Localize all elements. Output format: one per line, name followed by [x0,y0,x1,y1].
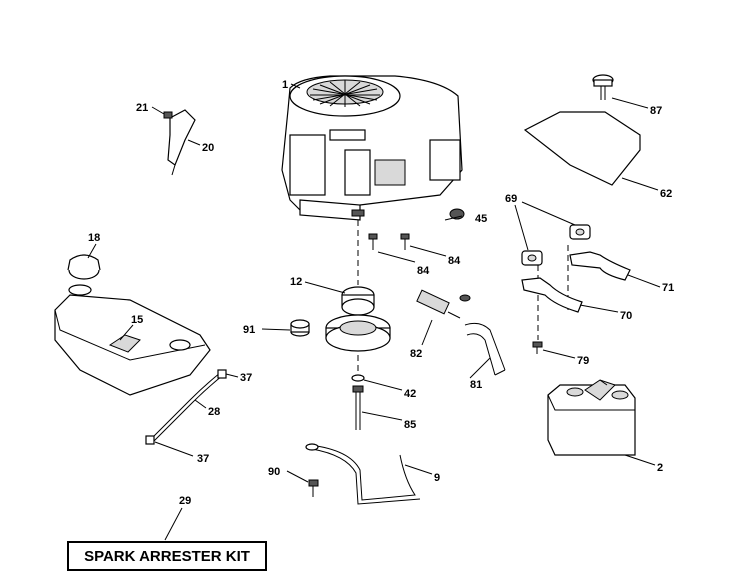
muffler-2 [547,379,636,456]
callout-62: 62 [660,188,672,200]
callout-90: 90 [268,466,280,478]
fuel-tank [54,284,211,396]
shield-62 [523,111,641,186]
pipe-71 [569,251,631,281]
callout-70: 70 [620,310,632,322]
callout-28: 28 [208,406,220,418]
callout-85: 85 [404,419,416,431]
bolts-84 [368,233,410,250]
callout-21: 21 [136,102,148,114]
callout-37-upper: 37 [240,372,252,384]
callout-84-left: 84 [417,265,430,277]
callout-81: 81 [470,379,482,391]
callout-37-lower: 37 [197,453,209,465]
fuel-cap [67,254,101,280]
pipe-70 [521,277,583,313]
callout-1: 1 [282,79,288,91]
callout-42: 42 [404,388,416,400]
bushing-91 [290,319,310,337]
pulley [325,286,391,352]
bolt-90 [308,479,319,497]
callout-9: 9 [434,472,440,484]
spark-arrester-kit-box: SPARK ARRESTER KIT [67,541,267,571]
throttle-bracket [163,109,196,176]
callout-2: 2 [657,462,663,474]
clamp-upper [217,369,227,379]
spark-arrester-kit-label: SPARK ARRESTER KIT [84,548,250,565]
engine [281,75,463,221]
callout-91: 91 [243,324,255,336]
callout-69: 69 [505,193,517,205]
knob-87 [592,74,614,100]
gaskets-69 [521,224,591,266]
callout-12: 12 [290,276,302,288]
rod-9 [309,444,416,501]
callout-45: 45 [475,213,487,225]
screw-79 [532,341,543,354]
callout-15: 15 [131,314,143,326]
callout-79: 79 [577,355,589,367]
fitting-82 [416,289,471,319]
callout-18: 18 [88,232,100,244]
callout-71: 71 [662,282,674,294]
callout-82: 82 [410,348,422,360]
bolt-85 [352,385,364,430]
washer-42 [351,374,365,382]
callout-29: 29 [179,495,191,507]
callout-84-right: 84 [448,255,461,267]
clamp-lower [145,435,155,445]
callout-20: 20 [202,142,214,154]
callout-87: 87 [650,105,662,117]
